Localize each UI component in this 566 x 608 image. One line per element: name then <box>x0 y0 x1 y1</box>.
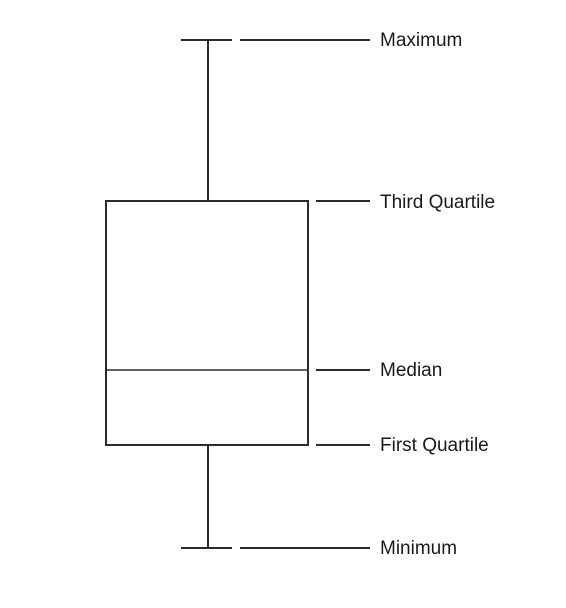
median-label: Median <box>380 360 442 381</box>
first-quartile-label: First Quartile <box>380 435 489 456</box>
minimum-label: Minimum <box>380 538 457 559</box>
third-quartile-label: Third Quartile <box>380 192 495 213</box>
interquartile-box <box>105 200 309 446</box>
maximum-label: Maximum <box>380 30 462 51</box>
